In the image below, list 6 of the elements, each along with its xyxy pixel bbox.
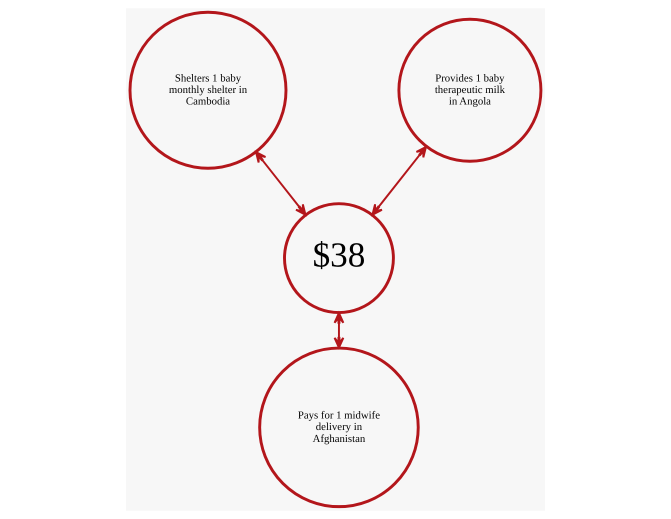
arrow: [371, 146, 427, 216]
node-circle: Provides 1 baby therapeutic milk in Angola: [397, 18, 542, 163]
node-circle: Shelters 1 baby monthly shelter in Cambodia: [128, 10, 288, 170]
node-circle: Pays for 1 midwife delivery in Afghanistan: [258, 346, 420, 508]
arrow: [334, 312, 344, 349]
arrow: [255, 151, 306, 216]
